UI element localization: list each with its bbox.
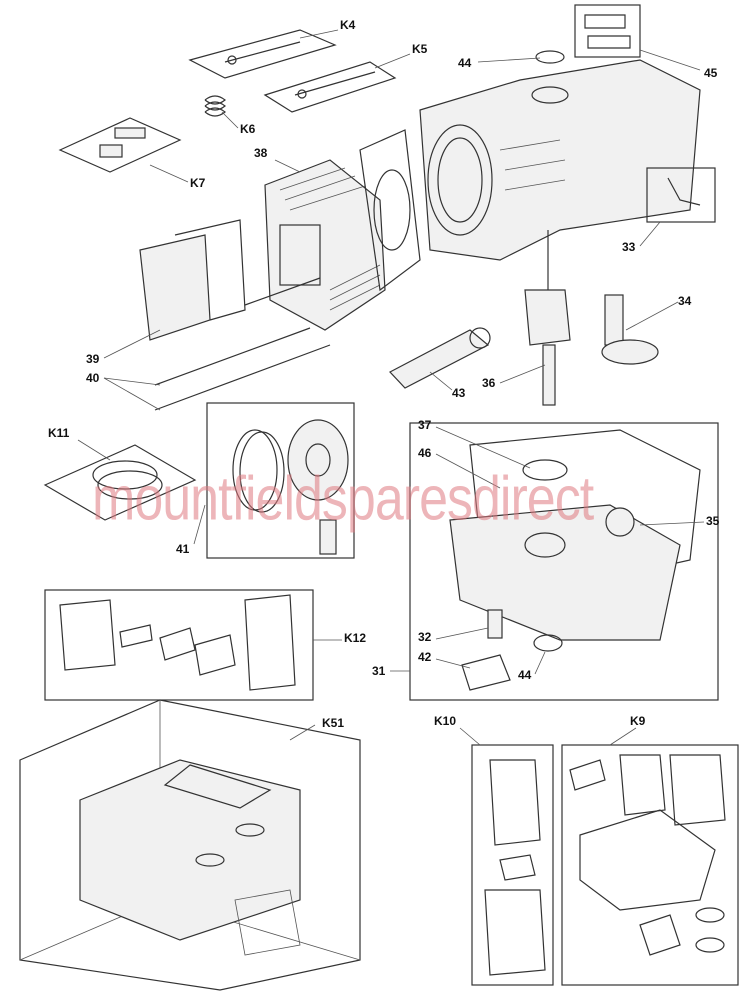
callout-46: 46 [418,446,432,460]
callout-32: 32 [418,630,432,644]
callout-33: 33 [622,240,636,254]
gasket-box-k12 [44,589,314,701]
callout-43: 43 [452,386,466,400]
valve-spring-k6 [204,95,226,117]
callout-45: 45 [704,66,718,80]
oil-seal-44-top [535,50,565,64]
piston-rings [232,429,285,513]
valve-cover [139,219,246,341]
piston-box-41 [206,402,355,559]
breather-box-33 [646,167,716,223]
crankcase-box-31 [409,422,719,701]
callout-44-bottom: 44 [518,668,532,682]
kit-box-k10 [471,744,554,986]
callout-k4: K4 [340,18,356,32]
camshaft-34 [601,294,659,365]
pushrods-40 [154,327,331,411]
callout-36: 36 [482,376,496,390]
callout-k6: K6 [240,122,256,136]
engine-block [419,59,701,261]
plate-42 [461,654,511,691]
callout-38: 38 [254,146,268,160]
crankcase-cover [449,429,701,641]
crankshaft-36 [524,230,571,406]
callout-31: 31 [372,664,386,678]
cylinder-head [264,159,386,331]
leader-lines [77,29,705,746]
callout-k5: K5 [412,42,428,56]
kit-k5-valve-pack [263,61,397,113]
head-gasket [359,129,421,292]
callout-k12: K12 [344,631,367,645]
callout-39: 39 [86,352,100,366]
callout-k11: K11 [48,426,70,440]
callout-42: 42 [418,650,432,664]
callout-k51: K51 [322,716,345,730]
bolt [244,277,321,306]
gasket-box-45 [574,4,641,58]
callout-k10: K10 [434,714,457,728]
piston [287,419,349,555]
callout-41: 41 [176,542,190,556]
watermark: mountfieldsparesdirect [92,464,594,534]
callout-34: 34 [678,294,692,308]
callout-40: 40 [86,371,100,385]
complete-engine-k51 [19,699,361,991]
kit-k7-pack [58,117,182,173]
callout-35: 35 [706,514,720,528]
kit-k11-piston-rings [43,444,197,521]
oil-seal-44 [533,634,563,652]
callout-44-top: 44 [458,56,472,70]
callout-37: 37 [418,418,432,432]
callout-k7: K7 [190,176,206,190]
callout-k9: K9 [630,714,646,728]
governor-32 [487,609,503,639]
kit-box-k9 [561,744,739,986]
connecting-rod-43 [389,327,491,389]
kit-k4-valve-pack [188,29,337,79]
